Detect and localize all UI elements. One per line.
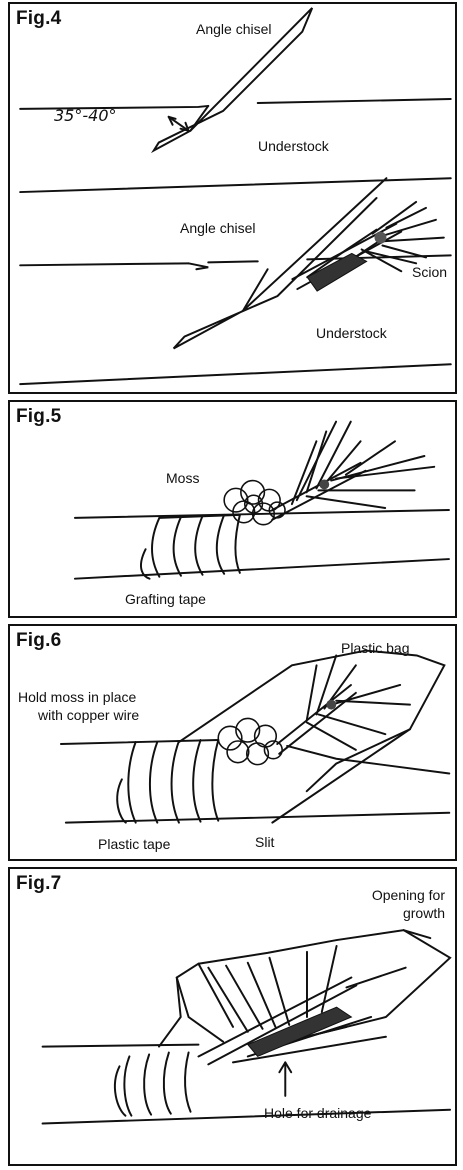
fig5-title: Fig.5 (16, 406, 61, 428)
fig5-drawing (10, 402, 455, 616)
slit-label: Slit (255, 834, 274, 850)
understock-label-top: Understock (258, 138, 329, 154)
fig4-panel: Fig.4 Angle chisel 35°-40° Understock An… (8, 2, 457, 394)
angle-chisel-label-top: Angle chisel (196, 21, 272, 37)
understock-label-bottom: Understock (316, 325, 387, 341)
angle-range-label: 35°-40° (54, 106, 117, 125)
plastic-tape-label: Plastic tape (98, 836, 170, 852)
fig4-title: Fig.4 (16, 8, 61, 30)
angle-chisel-label-bottom: Angle chisel (180, 220, 256, 236)
plastic-bag-label: Plastic bag (341, 640, 409, 656)
fig5-panel: Fig.5 Moss Grafting tape (8, 400, 457, 618)
fig6-panel: Fig.6 Plastic bag Hold moss in place wit… (8, 624, 457, 861)
grafting-tape-label: Grafting tape (125, 591, 206, 607)
hold-moss-label-line2: with copper wire (38, 707, 139, 723)
fig6-drawing (10, 626, 455, 859)
fig6-title: Fig.6 (16, 630, 61, 652)
fig4-drawing (10, 4, 455, 392)
fig7-title: Fig.7 (16, 873, 61, 895)
hold-moss-label-line1: Hold moss in place (18, 689, 136, 705)
moss-label: Moss (166, 470, 199, 486)
opening-label-line2: growth (335, 905, 445, 921)
hole-for-drainage-label: Hole for drainage (264, 1105, 371, 1121)
fig7-panel: Fig.7 Opening for growth Hole for draina… (8, 867, 457, 1166)
opening-label-line1: Opening for (335, 887, 445, 903)
scion-label: Scion (412, 264, 447, 280)
